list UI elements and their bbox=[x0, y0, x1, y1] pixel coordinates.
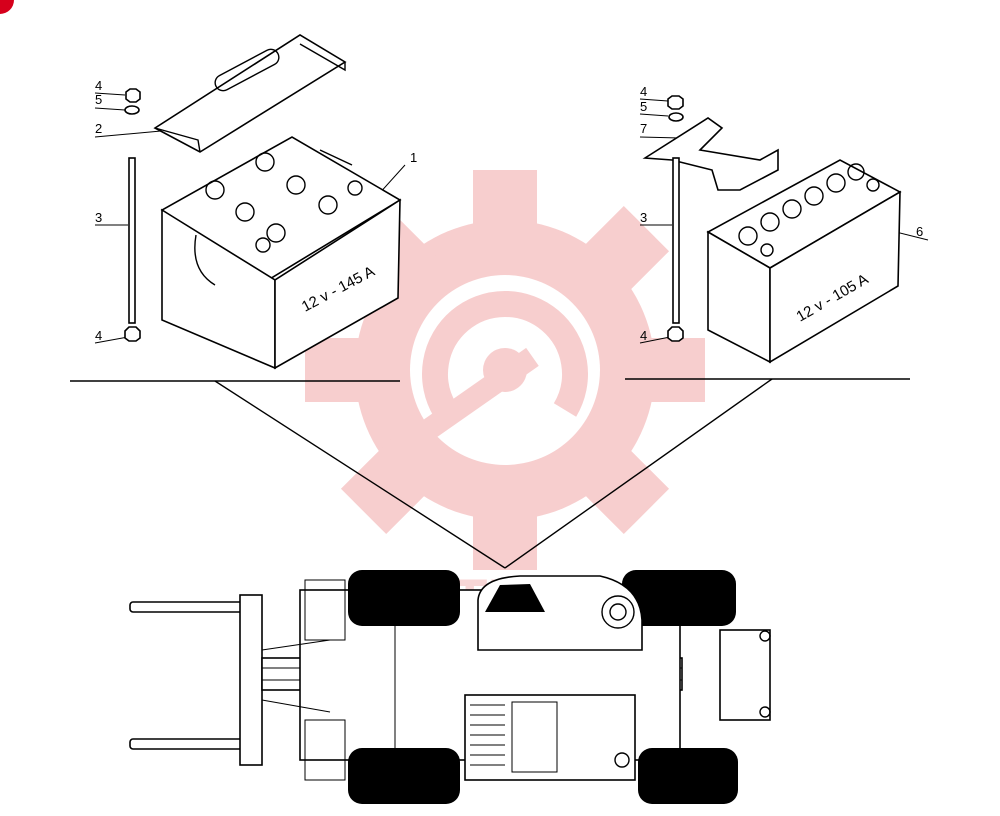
fork-carriage bbox=[239, 594, 263, 766]
watermark-gear-icon bbox=[305, 170, 705, 570]
callout-6-right: 6 bbox=[916, 224, 923, 239]
callout-4-bottom-left: 4 bbox=[95, 328, 102, 343]
callout-4-top-right: 4 bbox=[640, 84, 647, 99]
callout-3-left: 3 bbox=[95, 210, 102, 225]
callout-1-left: 1 bbox=[410, 150, 417, 165]
view-guide-lines bbox=[70, 378, 910, 569]
stud-rod-3-right bbox=[672, 157, 680, 324]
engine-bay bbox=[464, 694, 636, 781]
wheel-front-left bbox=[348, 570, 460, 626]
nut-4-top-right bbox=[667, 95, 684, 110]
telehandler-top-view bbox=[129, 570, 771, 804]
callout-7-right: 7 bbox=[640, 121, 647, 136]
callout-5-right: 5 bbox=[640, 99, 647, 114]
wheel-rear-right bbox=[638, 748, 738, 804]
washer-5-left bbox=[124, 105, 140, 115]
wheel-rear-left bbox=[622, 570, 736, 626]
fork-upper bbox=[129, 601, 251, 613]
callout-5-left: 5 bbox=[95, 92, 102, 107]
stud-rod-3-left bbox=[128, 157, 136, 324]
battery-1-145a: 12 v - 145 A bbox=[160, 136, 402, 370]
nut-4-bottom-left bbox=[124, 326, 141, 342]
fork-lower bbox=[129, 738, 251, 750]
callout-4-top-left: 4 bbox=[95, 78, 102, 93]
callout-4-bottom-right: 4 bbox=[640, 328, 647, 343]
left-battery-assembly: 4 5 2 3 4 1 bbox=[94, 34, 417, 370]
wheel-front-right bbox=[348, 748, 460, 804]
washer-5-right bbox=[668, 112, 684, 122]
battery-6-105a: 12 v - 105 A bbox=[706, 159, 902, 364]
nut-4-bottom-right bbox=[667, 326, 684, 342]
rear-counterweight bbox=[719, 629, 771, 721]
corner-badge bbox=[0, 0, 14, 14]
callout-2-left: 2 bbox=[95, 121, 102, 136]
callout-3-right: 3 bbox=[640, 210, 647, 225]
hold-down-bracket-7 bbox=[642, 117, 779, 191]
hold-down-bracket-2 bbox=[153, 34, 347, 153]
right-battery-assembly: 4 5 7 3 4 6 12 v - 105 A bbox=[639, 84, 929, 364]
nut-4-top-left bbox=[125, 88, 141, 103]
